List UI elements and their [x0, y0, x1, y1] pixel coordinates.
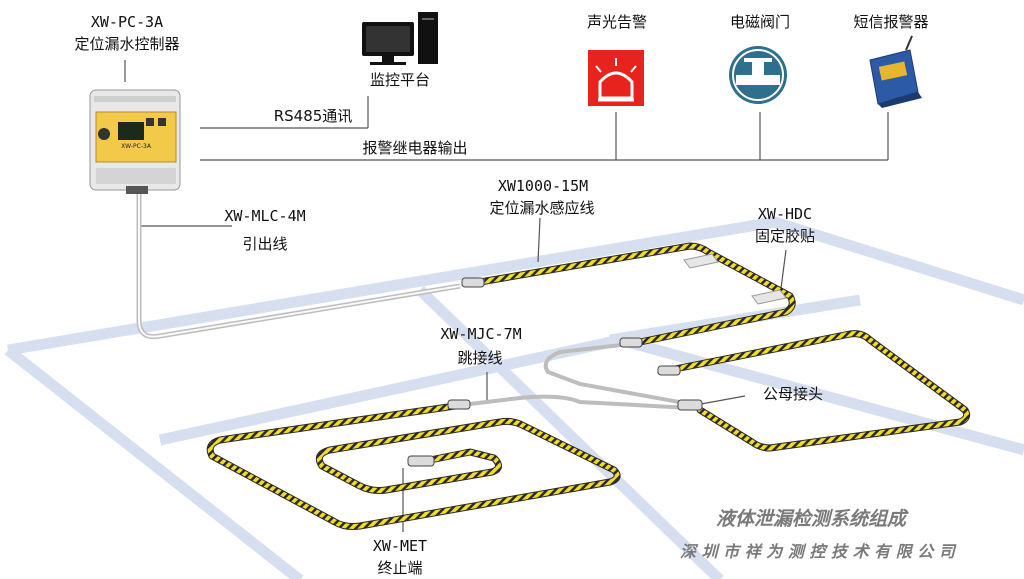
solenoid-valve-icon: [729, 46, 787, 104]
tape-name: 固定胶贴: [754, 227, 815, 245]
monitor-label: 监控平台: [369, 71, 430, 89]
panel-text: XW-PC-3A: [121, 143, 152, 150]
sms-alarm-icon: [869, 35, 922, 108]
rs485-label: RS485通讯: [273, 107, 353, 125]
valve-label: 电磁阀门: [729, 13, 790, 31]
lead-model: XW-MLC-4M: [224, 207, 306, 225]
signal-lines: [124, 60, 889, 532]
lead-name: 引出线: [242, 235, 288, 253]
fixing-tapes: [683, 253, 787, 305]
connector-jumper-b: [657, 365, 681, 376]
controller-model: XW-PC-3A: [90, 13, 164, 31]
alarm-light-icon: [588, 50, 644, 106]
diagram-title: 液体泄漏检测系统组成: [716, 508, 907, 530]
terminator-name: 终止端: [377, 559, 423, 577]
relay-output-label: 报警继电器输出: [362, 139, 468, 157]
sms-alarm-label: 短信报警器: [853, 13, 929, 31]
connector-jumper-a: [619, 337, 643, 348]
connector-sensor-lead: [461, 277, 485, 288]
terminator-end: [407, 455, 435, 467]
connector-male-female: [677, 399, 703, 411]
sensor-model: XW1000-15M: [497, 177, 589, 195]
connector-label: 公母接头: [762, 385, 823, 403]
jumper-name: 跳接线: [457, 349, 503, 367]
monitor-computer-icon: [362, 12, 438, 65]
alarm-light-label: 声光告警: [586, 13, 647, 31]
tape-model: XW-HDC: [757, 205, 813, 223]
jumper-cable: [469, 342, 691, 410]
jumper-model: XW-MJC-7M: [440, 325, 522, 343]
controller-device: XW-PC-3A: [89, 89, 181, 194]
sensor-cable: [206, 242, 971, 530]
connectors: [407, 277, 703, 467]
controller-name: 定位漏水控制器: [74, 35, 180, 53]
sensor-name: 定位漏水感应线: [489, 199, 595, 217]
connector-jumper-c: [447, 399, 471, 410]
terminator-model: XW-MET: [372, 537, 428, 555]
company-name: 深 圳 市 祥 为 测 控 技 术 有 限 公 司: [680, 542, 955, 561]
